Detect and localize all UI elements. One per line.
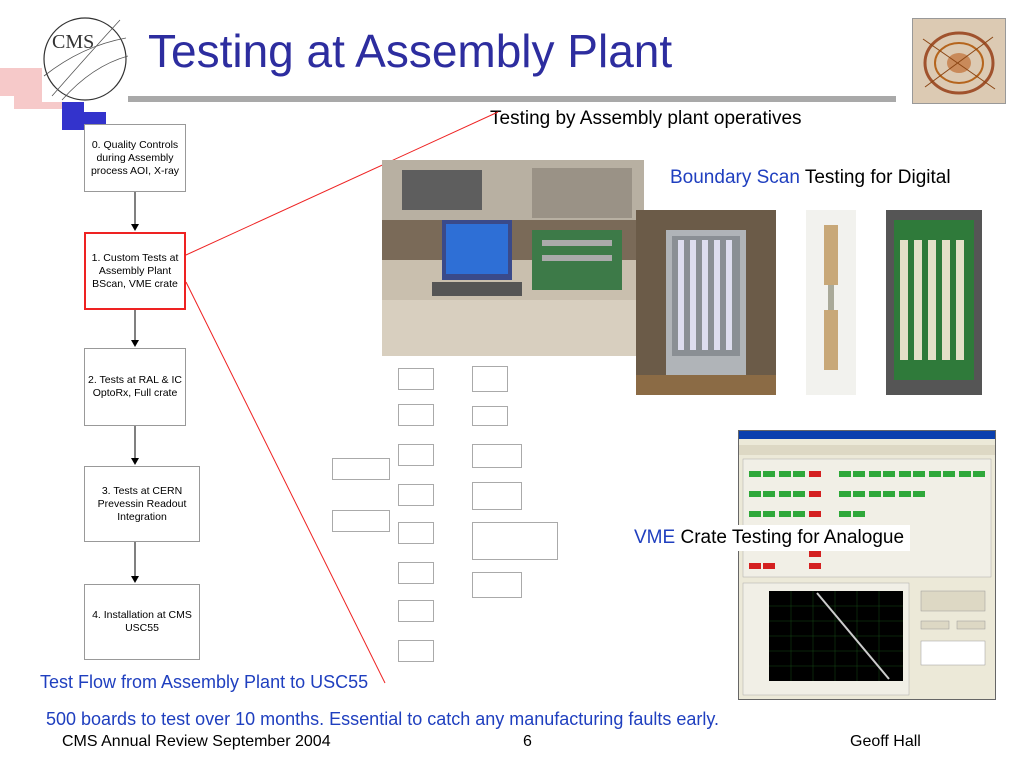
mini-flow-box [472, 444, 522, 468]
boundary-scan-caption: Boundary Scan Testing for Digital [670, 167, 951, 189]
boundary-scan-highlight: Boundary Scan [670, 167, 800, 188]
mini-flow-box [398, 640, 434, 662]
footer-left: CMS Annual Review September 2004 [62, 733, 331, 750]
crate-photo [636, 210, 776, 395]
mini-flow-box [398, 484, 434, 506]
flow-step-4: 4. Installation at CMS USC55 [84, 584, 200, 660]
mini-flow-box [472, 482, 522, 510]
logo-text: CMS [52, 31, 94, 53]
title-rule [62, 96, 896, 102]
mini-flow-box [472, 406, 508, 426]
mini-flow-box [472, 522, 558, 560]
connector-photo [806, 210, 856, 395]
flow-step-3: 3. Tests at CERN Prevessin Readout Integ… [84, 466, 200, 542]
vme-caption: VME Crate Testing for Analogue [628, 525, 911, 551]
mini-flow-box [472, 366, 508, 392]
mini-note-box [332, 458, 390, 480]
decor-square [62, 102, 84, 130]
mini-flow-box [398, 444, 434, 466]
mini-flow-box [472, 572, 522, 598]
flow-step-2: 2. Tests at RAL & IC OptoRx, Full crate [84, 348, 186, 426]
mini-flow-box [398, 600, 434, 622]
cms-logo: CMS [42, 16, 129, 102]
flow-step-0: 0. Quality Controls during Assembly proc… [84, 124, 186, 192]
mini-flow-box [398, 404, 434, 426]
flow-step-1: 1. Custom Tests at Assembly Plant BScan,… [84, 232, 186, 310]
board-photo [886, 210, 982, 395]
page-title: Testing at Assembly Plant [148, 25, 673, 77]
vme-text: Crate Testing for Analogue [680, 527, 905, 548]
flow-caption: Test Flow from Assembly Plant to USC55 [40, 672, 369, 692]
mini-note-box [332, 510, 390, 532]
mini-flow-box [398, 368, 434, 390]
footer-page-number: 6 [523, 733, 532, 750]
footer-right: Geoff Hall [850, 733, 921, 750]
vme-highlight: VME [634, 527, 676, 548]
analog-test-app-window [738, 430, 996, 700]
subtitle: Testing by Assembly plant operatives [490, 108, 802, 129]
bottom-note: 500 boards to test over 10 months. Essen… [46, 709, 720, 729]
mini-flow-box [398, 522, 434, 544]
mini-flow-box [398, 562, 434, 584]
boundary-scan-text: Testing for Digital [804, 167, 951, 188]
detector-photo [912, 18, 1006, 104]
lab-photo [382, 160, 644, 356]
